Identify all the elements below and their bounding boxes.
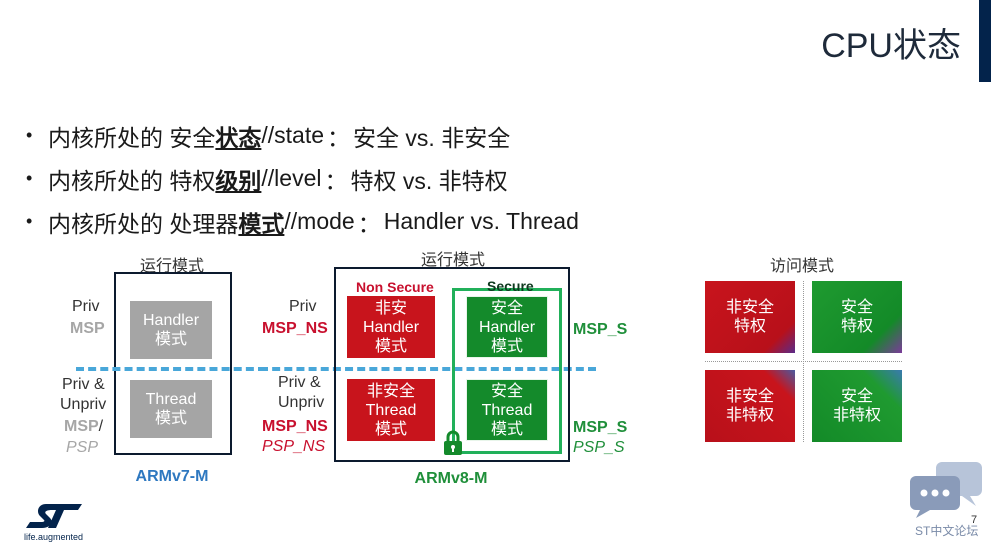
v7-priv-label: Priv xyxy=(72,298,100,315)
v7-privilege-divider xyxy=(76,367,266,371)
bullet-text: 内核所处的 特权 xyxy=(48,167,216,194)
v8-msp-ns2-label: MSP_NS xyxy=(262,418,328,435)
bullet-separator: ： xyxy=(324,167,348,194)
v8-msp-s2-label: MSP_S xyxy=(573,419,628,436)
v8-ns-thread-mode-box: 非安全 Thread 模式 xyxy=(347,379,435,441)
v8-psp-ns-label: PSP_NS xyxy=(262,438,326,455)
bullet-text: 内核所处的 处理器 xyxy=(48,210,239,237)
v8-run-mode-header: 运行模式 xyxy=(420,252,486,269)
v8-s-thread-mode-box: 安全 Thread 模式 xyxy=(466,379,548,441)
v8-priv-label: Priv xyxy=(289,298,317,315)
v7-run-mode-header: 运行模式 xyxy=(139,258,205,275)
bullet-term: //state xyxy=(261,122,325,148)
v7-msp2-label: MSP xyxy=(64,418,99,435)
bullet-term: //mode xyxy=(284,208,355,234)
v8-msp-ns-label: MSP_NS xyxy=(262,320,328,337)
bullet-state: • 内核所处的 安全状态//state：安全 vs. 非安全 xyxy=(26,114,579,157)
access-ns-unpriv-cell: 非安全 非特权 xyxy=(705,370,795,442)
logo-tagline: life.augmented xyxy=(24,532,84,542)
bullet-keyword: 状态 xyxy=(215,124,262,151)
access-ns-priv-cell: 非安全 特权 xyxy=(705,281,795,353)
v7-frame xyxy=(114,272,232,455)
v8-privilege-divider xyxy=(260,367,596,371)
forum-watermark: ST中文论坛 xyxy=(915,524,979,538)
v7-msp-label: MSP xyxy=(70,320,105,337)
v7-slash: / xyxy=(98,418,104,435)
bullet-dot-icon: • xyxy=(26,125,33,145)
bullet-keyword: 级别 xyxy=(215,167,262,194)
v8-psp-s-label: PSP_S xyxy=(573,439,625,456)
bullet-level: • 内核所处的 特权级别//level：特权 vs. 非特权 xyxy=(26,157,579,200)
access-vertical-divider xyxy=(803,281,804,442)
bullet-dot-icon: • xyxy=(26,211,33,231)
bullet-values: 特权 vs. 非特权 xyxy=(350,167,508,194)
v7-handler-mode-box: Handler 模式 xyxy=(130,301,212,359)
v8-secure-frame xyxy=(452,288,562,454)
access-mode-header: 访问模式 xyxy=(769,258,835,275)
bullet-keyword: 模式 xyxy=(238,210,285,237)
v8-frame xyxy=(334,267,570,462)
bullet-mode: • 内核所处的 处理器模式//mode：Handler vs. Thread xyxy=(26,200,579,243)
v8-priv-unpriv-label-1: Priv & xyxy=(278,374,321,391)
v7-psp-label: PSP xyxy=(66,439,99,456)
bullet-list: • 内核所处的 安全状态//state：安全 vs. 非安全 • 内核所处的 特… xyxy=(26,114,579,243)
v7-thread-mode-box: Thread 模式 xyxy=(130,380,212,438)
title-accent-bar xyxy=(979,0,991,82)
page-title: CPU状态 xyxy=(821,27,961,65)
bullet-values: 安全 vs. 非安全 xyxy=(353,124,511,151)
bullet-separator: ： xyxy=(327,124,351,151)
v8-caption: ARMv8-M xyxy=(414,470,488,487)
lock-icon xyxy=(442,430,464,456)
v7-stack-label: MSP/ xyxy=(64,418,103,436)
st-logo-icon xyxy=(24,502,86,530)
v8-msp-s-label: MSP_S xyxy=(573,321,628,338)
bullet-dot-icon: • xyxy=(26,168,33,188)
bullet-term: //level xyxy=(261,165,322,191)
v7-priv-unpriv-label-2: Unpriv xyxy=(60,396,107,413)
page-number: 7 xyxy=(971,514,978,526)
v8-secure-label: Secure xyxy=(487,278,534,294)
bullet-separator: ： xyxy=(357,210,381,237)
v8-priv-unpriv-label-2: Unpriv xyxy=(278,394,325,411)
v7-caption: ARMv7-M xyxy=(135,468,209,485)
access-s-priv-cell: 安全 特权 xyxy=(812,281,902,353)
bullet-values: Handler vs. Thread xyxy=(383,208,579,234)
chat-bubbles-icon xyxy=(910,462,984,518)
v8-non-secure-label: Non Secure xyxy=(356,279,434,295)
v8-ns-handler-mode-box: 非安 Handler 模式 xyxy=(347,296,435,358)
access-s-unpriv-cell: 安全 非特权 xyxy=(812,370,902,442)
v8-s-handler-mode-box: 安全 Handler 模式 xyxy=(466,296,548,358)
v7-priv-unpriv-label-1: Priv & xyxy=(62,376,105,393)
bullet-text: 内核所处的 安全 xyxy=(48,124,216,151)
